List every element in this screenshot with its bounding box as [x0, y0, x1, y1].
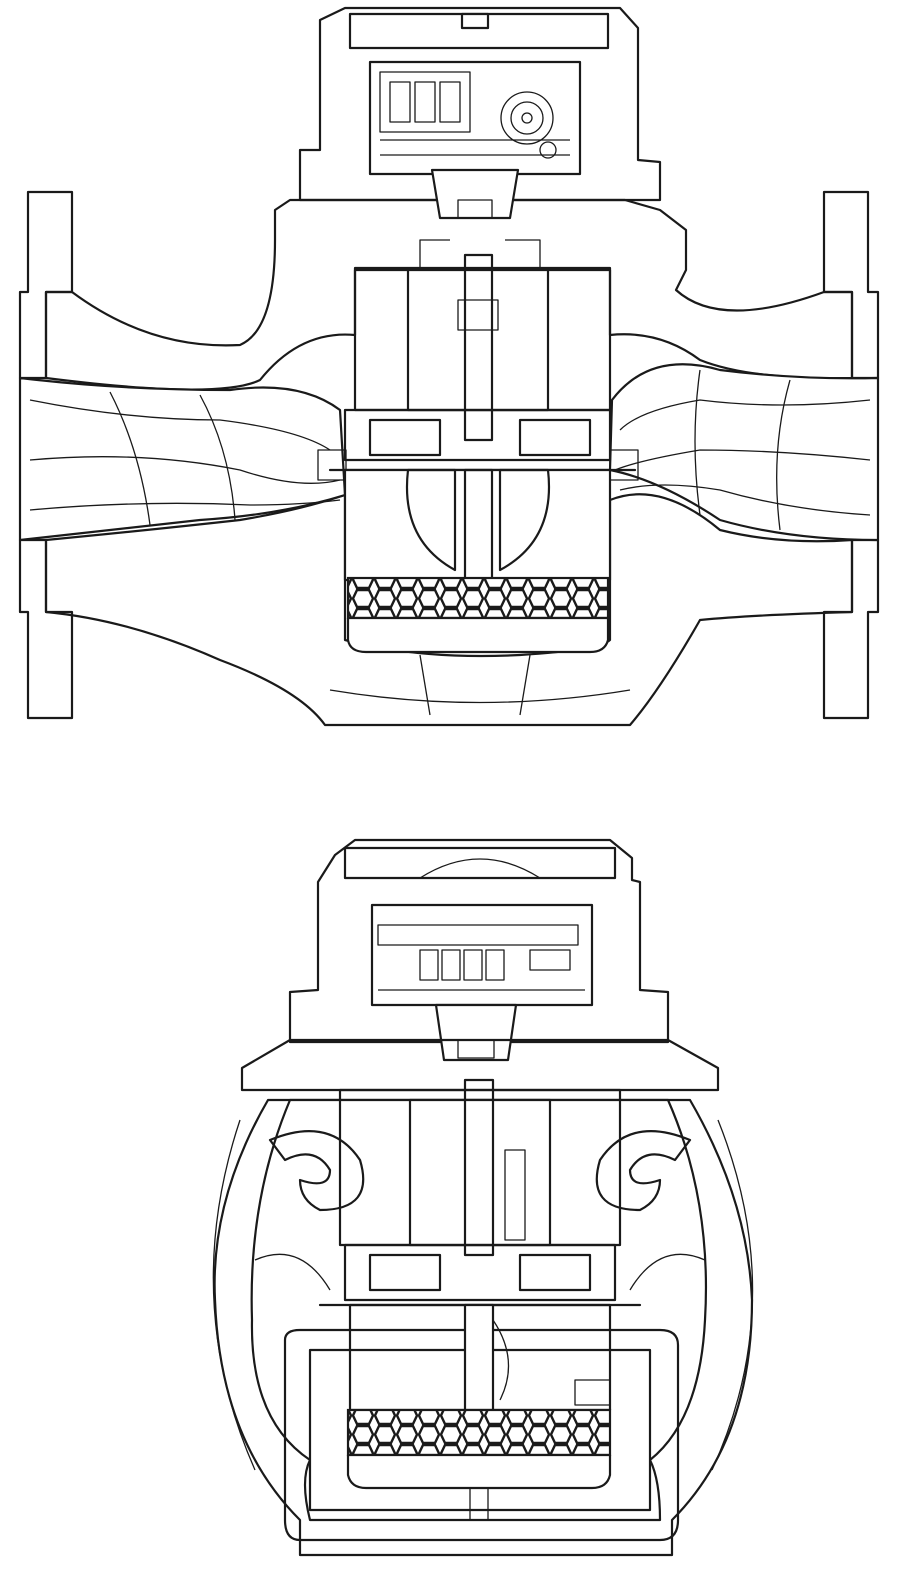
terminal-block [379, 71, 570, 159]
side-outer-rim [212, 1119, 256, 1471]
side-rotor-cavity [408, 1098, 552, 1247]
channel-rib [619, 484, 871, 516]
side-impeller-hub [463, 1303, 495, 1412]
side-impeller-housing [343, 1243, 617, 1302]
side-cover-dome [419, 858, 541, 879]
side-outer-rim [711, 1119, 754, 1471]
side-impeller-blade [492, 1319, 510, 1401]
impeller-blade-right [498, 468, 550, 572]
terminal-box-cavity [368, 60, 582, 176]
indicator-window [460, 12, 490, 30]
side-volute-fin [254, 1253, 331, 1291]
channel-rib [619, 399, 871, 431]
hex-strainer [346, 576, 610, 620]
side-electronics-housing [288, 838, 670, 1044]
seal-ring-right [609, 449, 639, 481]
flow-channel-right [608, 363, 880, 542]
impeller-housing [343, 408, 612, 462]
channel-rib [776, 379, 791, 531]
side-section-view [212, 838, 754, 1557]
motor-shaft [463, 253, 494, 442]
side-volute-right [595, 1129, 692, 1212]
side-strainer-base [346, 1453, 612, 1490]
rotor-cavity [406, 268, 550, 412]
side-terminal-block [377, 924, 585, 991]
side-flange-plate [240, 1038, 720, 1092]
front-section-view [18, 6, 880, 727]
side-volute-fin [629, 1253, 706, 1291]
connector-neck [430, 168, 520, 220]
channel-rib [199, 394, 236, 521]
impeller-wheel [343, 468, 612, 582]
impeller-vane-slot [368, 418, 592, 457]
side-lower-bowl [283, 1328, 680, 1542]
channel-rib [694, 369, 701, 516]
side-hex-strainer [346, 1408, 612, 1457]
side-motor-shaft [463, 1078, 495, 1257]
side-motor-stator [338, 1088, 622, 1247]
volute-arc [419, 654, 531, 716]
rotor-can [419, 239, 541, 268]
strainer-base [346, 616, 610, 654]
side-housing-cover [343, 846, 617, 880]
side-connector-neck [434, 1003, 518, 1062]
shaft-bearing [457, 299, 499, 331]
channel-rib [109, 391, 151, 526]
channel-rib [29, 499, 341, 511]
volute-arc [329, 689, 631, 704]
electronics-housing [298, 6, 662, 202]
channel-rib [29, 399, 331, 451]
seal-ring-left [317, 449, 347, 481]
side-drain-stem [469, 1487, 489, 1521]
side-outer-body [213, 1098, 754, 1557]
side-impeller-vane-slot [368, 1253, 592, 1292]
side-drain-plug [574, 1379, 611, 1406]
side-volute-left [268, 1129, 365, 1212]
connector-plug [457, 199, 493, 219]
flow-channel [18, 376, 347, 542]
side-rotor-bar [504, 1149, 526, 1241]
impeller-blade-left [405, 468, 457, 572]
